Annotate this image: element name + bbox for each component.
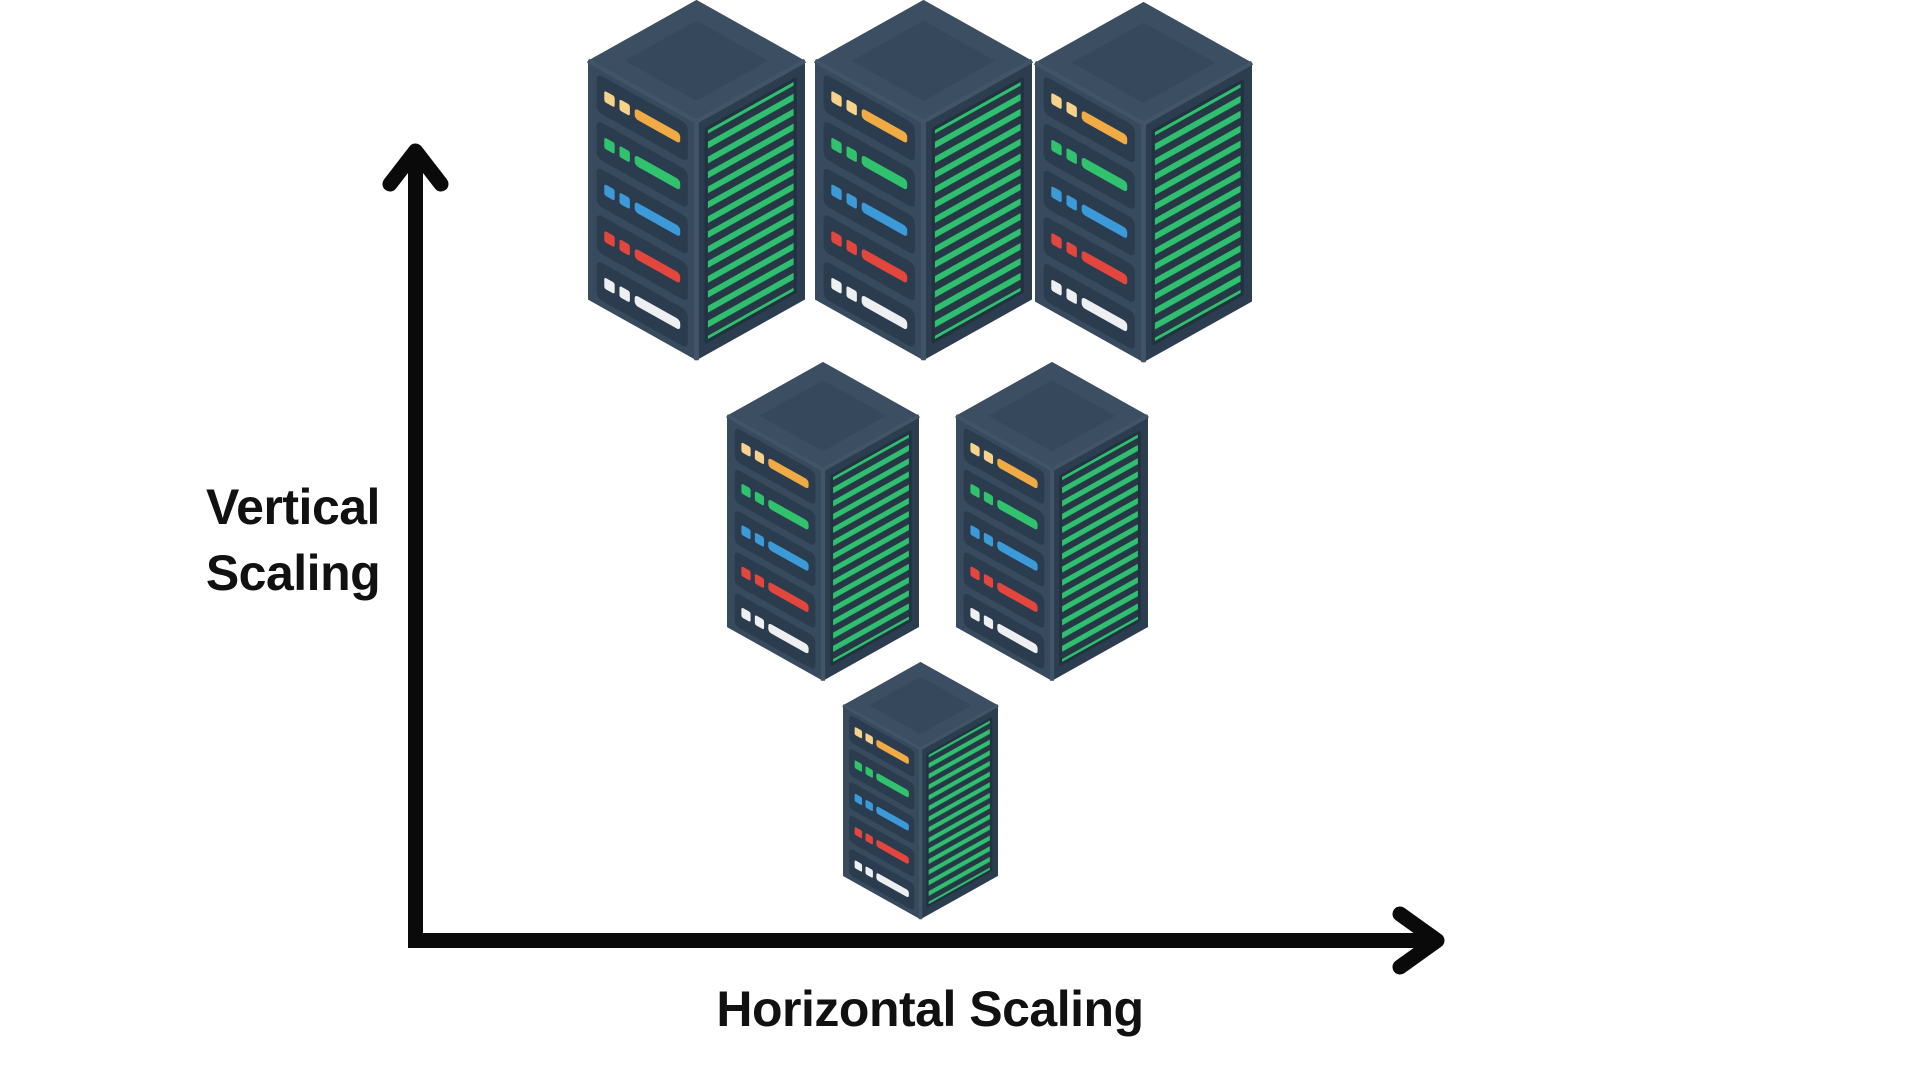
server-icon-medium-1 — [727, 362, 919, 681]
server-icon-large-3 — [1035, 2, 1252, 362]
y-axis-arrowhead-icon — [382, 143, 449, 192]
server-icon-large-2 — [815, 0, 1032, 360]
y-axis-label: Vertical Scaling — [133, 474, 453, 606]
server-icon-large-1 — [588, 0, 805, 360]
server-icon-medium-2 — [956, 362, 1148, 681]
server-row-top — [588, 0, 1252, 362]
server-icon-small-1 — [841, 660, 1000, 922]
y-axis — [382, 143, 449, 948]
y-axis-label-line2: Scaling — [205, 545, 381, 601]
server-row-bottom — [841, 660, 1000, 922]
x-axis-label: Horizontal Scaling — [716, 981, 1144, 1037]
x-axis — [408, 906, 1445, 975]
server-row-middle — [727, 362, 1148, 681]
x-axis-arrowhead-icon — [1392, 906, 1445, 975]
y-axis-label-line1: Vertical — [206, 479, 380, 535]
